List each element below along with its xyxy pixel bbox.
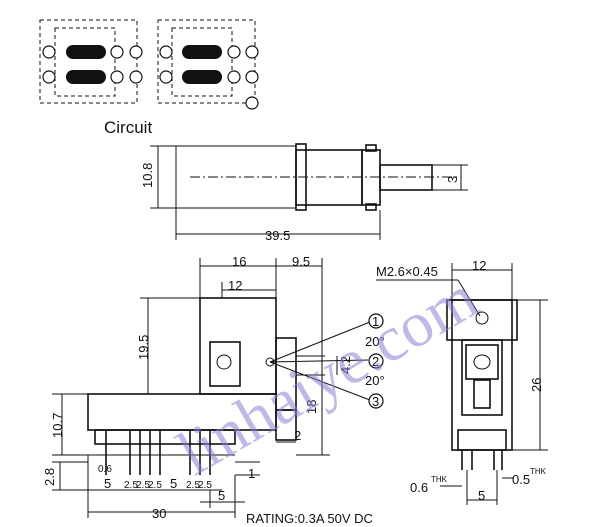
dim-1: 1 <box>248 466 255 481</box>
dim-pitch-2-5c: 2.5 <box>148 480 162 491</box>
angle-lower: 20° <box>365 373 385 388</box>
dim-30: 30 <box>152 506 166 521</box>
position-3: 3 <box>372 394 379 409</box>
circuit-diagram: Circuit <box>39 19 259 137</box>
dim-9-5: 9.5 <box>292 254 310 269</box>
dim-height: 10.8 <box>140 163 155 188</box>
dim-end-5: 5 <box>478 488 485 503</box>
thk-sup-2: THK <box>530 467 547 476</box>
dim-16: 16 <box>232 254 246 269</box>
dim-length: 39.5 <box>265 228 290 243</box>
dim-0-6: 0.6 <box>98 464 112 475</box>
dim-shaft: 3 <box>445 176 460 183</box>
circuit-label: Circuit <box>104 118 152 137</box>
position-1: 1 <box>372 314 379 329</box>
dim-thk-0-6: 0.6 <box>410 480 428 495</box>
dim-10-7: 10.7 <box>50 413 65 438</box>
dim-12: 12 <box>228 278 242 293</box>
thk-sup-1: THK <box>431 475 448 484</box>
pin-row <box>105 430 211 475</box>
end-view: 12 M2.6×0.45 26 0.6 THK 0.5 THK 5 <box>376 258 548 505</box>
position-2: 2 <box>372 354 379 369</box>
dim-pitch-5a: 5 <box>104 476 111 491</box>
dim-pitch-2-5a: 2.5 <box>124 480 138 491</box>
dim-19-5: 19.5 <box>136 335 151 360</box>
dim-2-8: 2.8 <box>42 468 57 486</box>
dim-pitch-2-5e: 2.5 <box>198 480 212 491</box>
dim-pitch-5c: 5 <box>218 488 225 503</box>
dim-18: 18 <box>304 400 319 414</box>
rating-text: RATING:0.3A 50V DC <box>246 511 373 526</box>
front-view: 16 9.5 12 19.5 10.7 18 4.2 2 <box>42 254 385 521</box>
dim-pitch-2-5b: 2.5 <box>136 480 150 491</box>
dim-end-26: 26 <box>529 378 544 392</box>
thread-label: M2.6×0.45 <box>376 264 438 279</box>
dim-pitch-5b: 5 <box>170 476 177 491</box>
dim-pitch-2-5d: 2.5 <box>186 480 200 491</box>
angle-upper: 20° <box>365 334 385 349</box>
dim-thk-0-5: 0.5 <box>512 472 530 487</box>
dim-end-12: 12 <box>472 258 486 273</box>
side-view: 10.8 3 39.5 <box>140 143 468 243</box>
dim-2: 2 <box>294 428 301 443</box>
